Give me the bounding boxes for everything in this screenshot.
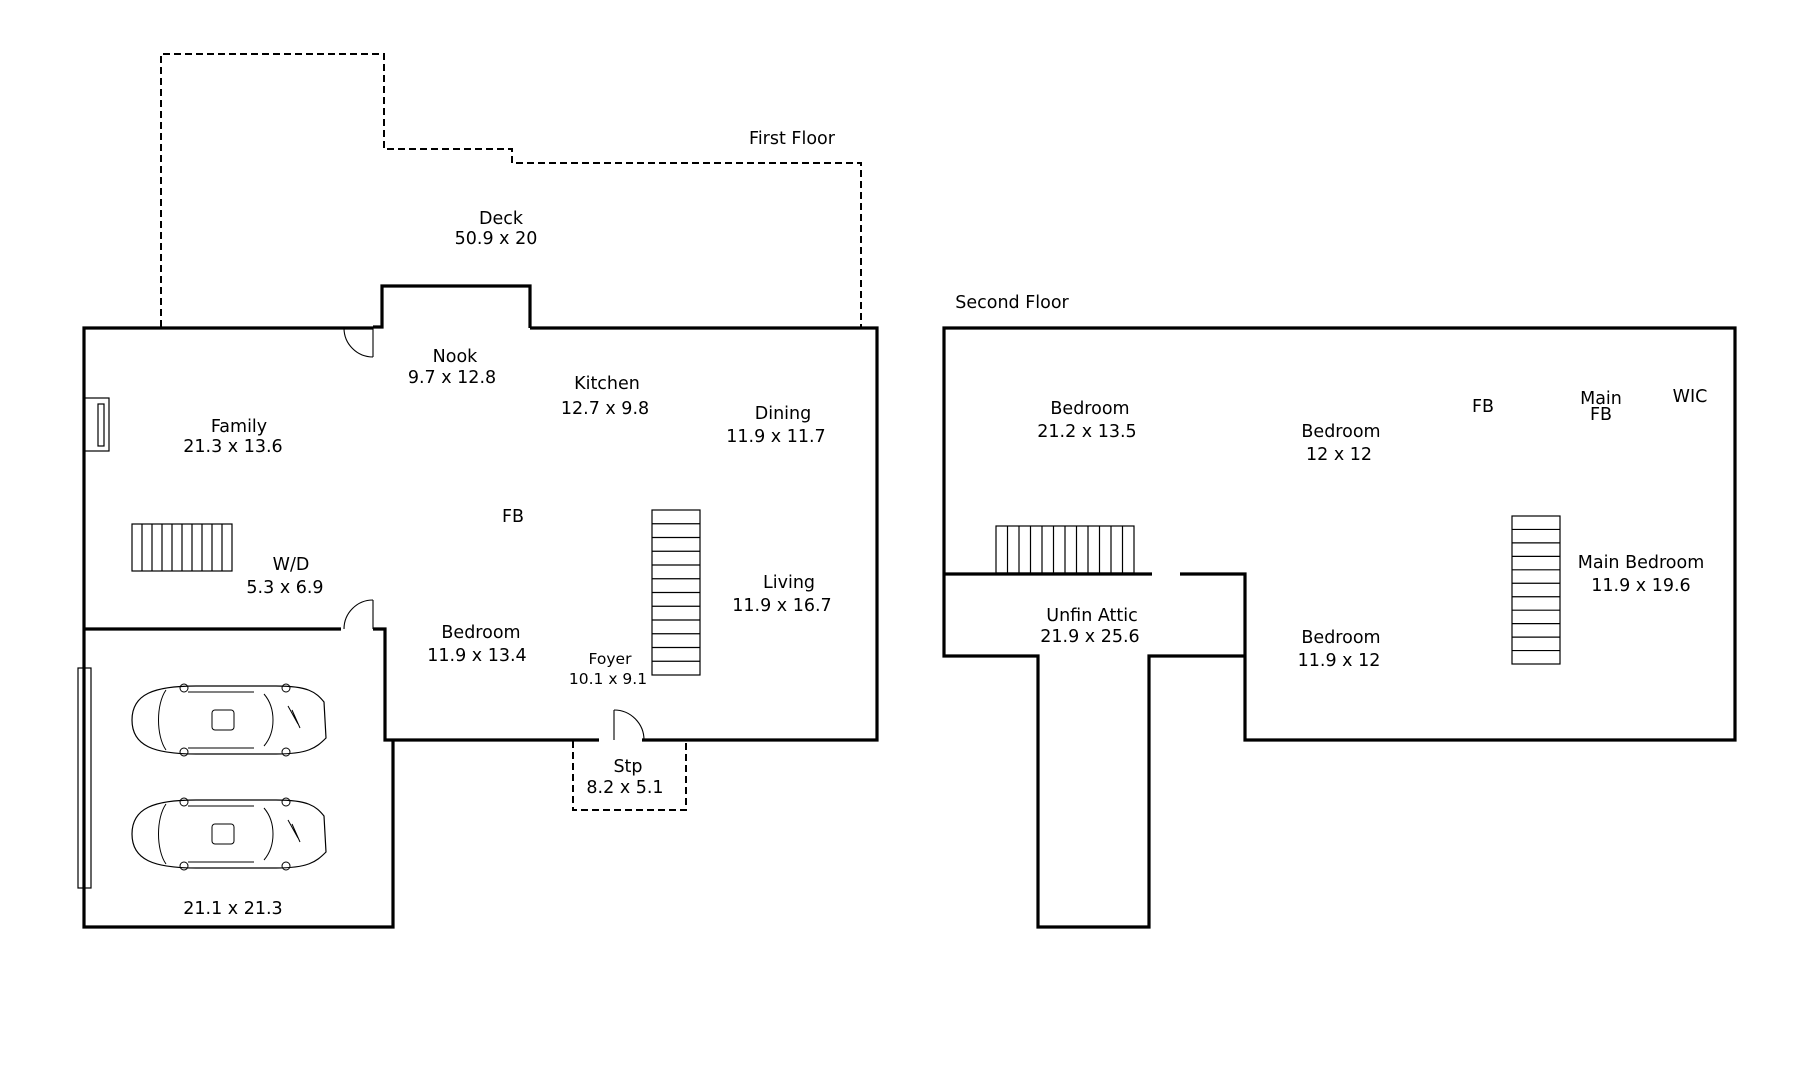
nook-dims: 9.7 x 12.8 [408, 368, 496, 388]
bedroom-a-name: Bedroom [1050, 399, 1129, 419]
bedroom-dims: 11.9 x 13.4 [427, 646, 526, 666]
fb-2-name: FB [1472, 397, 1494, 417]
car-icon [131, 797, 327, 871]
car-icon [131, 683, 327, 757]
second-floor-outer-wall [942, 326, 1737, 929]
stairs-foyer [651, 509, 701, 676]
deck-name: Deck [479, 209, 524, 229]
fb-name: FB [502, 507, 524, 527]
bedroom-name: Bedroom [441, 623, 520, 643]
kitchen-dims: 12.7 x 9.8 [561, 399, 649, 419]
unfin-attic-name: Unfin Attic [1046, 606, 1137, 626]
second-floor-label: Second Floor [955, 293, 1069, 313]
foyer-dims: 10.1 x 9.1 [569, 670, 647, 688]
unfin-attic-dims: 21.9 x 25.6 [1040, 627, 1139, 647]
first-floor-outer-wall [82, 326, 879, 929]
main-bedroom-dims: 11.9 x 19.6 [1591, 576, 1690, 596]
living-name: Living [763, 573, 815, 593]
bedroom-c-name: Bedroom [1301, 628, 1380, 648]
main-bedroom-name: Main Bedroom [1578, 553, 1705, 573]
main-fb-line2: FB [1590, 405, 1612, 425]
nook-name: Nook [433, 347, 479, 367]
kitchen-name: Kitchen [574, 374, 640, 394]
foyer-name: Foyer [589, 650, 633, 668]
step-outline [572, 741, 687, 811]
first-floor: First Floor Deck 50.9 x 20 Nook 9.7 x 12… [77, 53, 879, 929]
stairs-attic [995, 525, 1135, 574]
first-floor-label: First Floor [749, 129, 836, 149]
bedroom-c-dims: 11.9 x 12 [1298, 651, 1381, 671]
deck-door [343, 327, 374, 358]
wd-dims: 5.3 x 6.9 [246, 578, 323, 598]
stair-outline [1511, 515, 1561, 665]
garage-door [343, 599, 374, 630]
fireplace-inner [97, 403, 105, 447]
stp-dims: 8.2 x 5.1 [586, 778, 663, 798]
dining-dims: 11.9 x 11.7 [726, 427, 825, 447]
front-door [613, 709, 645, 741]
bedroom-b-dims: 12 x 12 [1306, 445, 1372, 465]
stairs-main [1511, 515, 1561, 665]
second-floor: Second Floor Bedroom 21.2 x 13.5 Bedroom… [942, 293, 1737, 929]
deck-dims: 50.9 x 20 [455, 229, 538, 249]
bedroom-b-name: Bedroom [1301, 422, 1380, 442]
dining-name: Dining [755, 404, 812, 424]
bedroom-a-dims: 21.2 x 13.5 [1037, 422, 1136, 442]
garage-dims: 21.1 x 21.3 [183, 899, 282, 919]
garage-overhead-door [77, 667, 92, 889]
wic-name: WIC [1673, 387, 1708, 407]
family-name: Family [211, 417, 267, 437]
family-dims: 21.3 x 13.6 [183, 437, 282, 457]
stp-name: Stp [613, 757, 642, 777]
fireplace [83, 397, 110, 452]
main-fb-line1: Main [1580, 389, 1622, 409]
nook-bumpout-wall [373, 284, 532, 329]
deck-outline [160, 53, 862, 327]
wd-name: W/D [273, 555, 310, 575]
stairs-family [131, 523, 233, 572]
living-dims: 11.9 x 16.7 [732, 596, 831, 616]
